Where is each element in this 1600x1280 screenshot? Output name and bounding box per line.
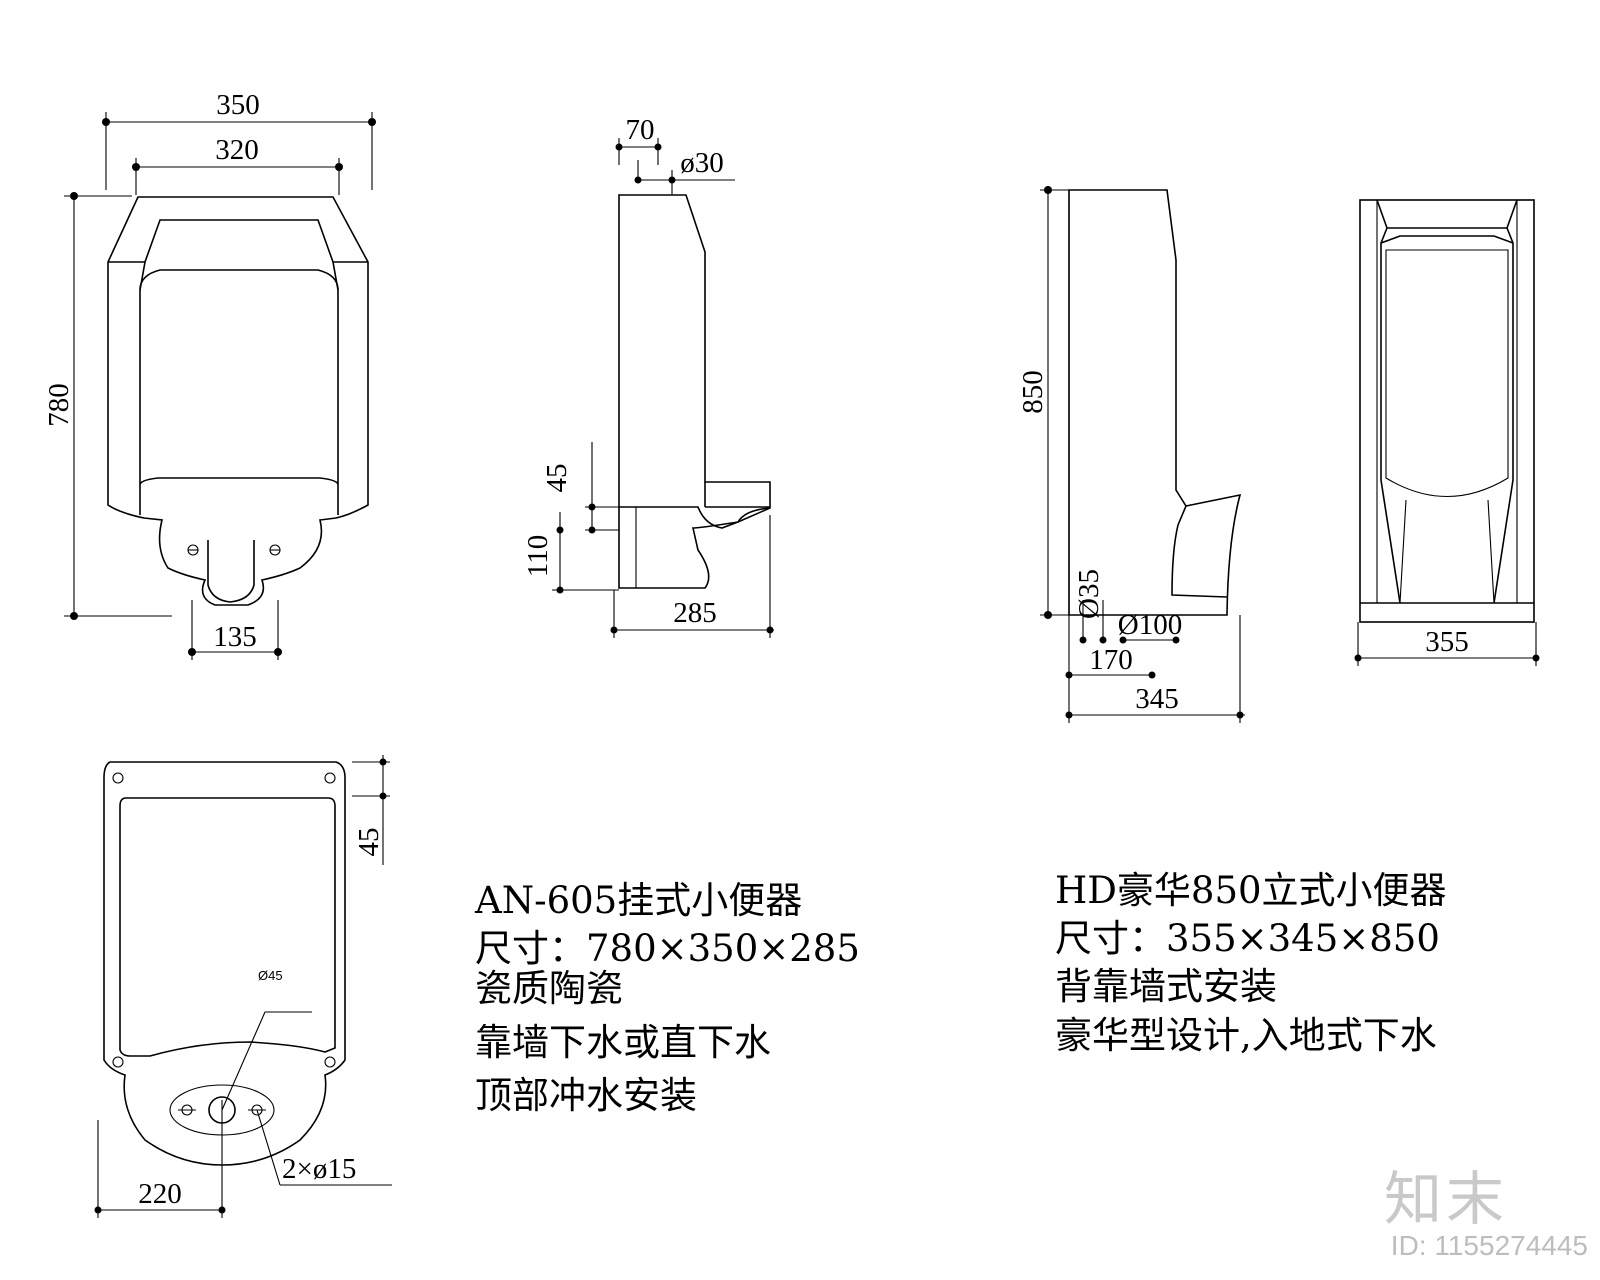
dim-wall-width: 350 xyxy=(216,89,260,121)
dim-wall-bottom: 135 xyxy=(213,621,257,653)
floor-urinal-side-view xyxy=(1068,189,1242,616)
dim-wall-inner-width: 320 xyxy=(215,134,259,166)
dim-side-45: 45 xyxy=(541,464,573,493)
notes-left-line-4: 靠墙下水或直下水 xyxy=(475,1021,771,1064)
dim-back-220: 220 xyxy=(138,1178,182,1210)
notes-right-line-3: 背靠墙式安装 xyxy=(1055,965,1277,1008)
dim-floor-170: 170 xyxy=(1089,644,1133,676)
notes-left-line-3: 瓷质陶瓷 xyxy=(475,967,623,1010)
wall-urinal-side-view xyxy=(618,194,771,589)
wall-urinal-back-view: Ø45 2×ø15 xyxy=(103,761,392,1218)
notes-right-line-4: 豪华型设计,入地式下水 xyxy=(1055,1014,1437,1057)
dim-floor-front-width: 355 xyxy=(1425,626,1469,658)
dim-back-45: 45 xyxy=(353,828,385,857)
floor-urinal-front-view xyxy=(1359,199,1535,623)
dim-back-hole: Ø45 xyxy=(258,968,283,983)
wall-front-dimensions: 350 320 780 135 xyxy=(43,89,376,660)
floor-side-dimensions: 850 Ø35 Ø100 170 345 xyxy=(1017,186,1245,723)
dim-floor-345: 345 xyxy=(1135,683,1179,715)
dim-side-top: 70 xyxy=(626,114,655,146)
dim-wall-height: 780 xyxy=(43,383,75,427)
dim-side-110: 110 xyxy=(522,535,554,577)
dim-side-pipe: ø30 xyxy=(680,147,724,179)
wall-side-dimensions: 70 ø30 45 110 285 xyxy=(522,114,774,638)
dim-floor-d100: Ø100 xyxy=(1118,609,1182,641)
notes-right-line-1: HD豪华850立式小便器 xyxy=(1055,869,1447,912)
notes-left-line-2: 尺寸：780×350×285 xyxy=(475,927,860,970)
notes-right-line-2: 尺寸：355×345×850 xyxy=(1055,917,1440,960)
dim-floor-d35: Ø35 xyxy=(1073,569,1105,619)
wall-urinal-front-view xyxy=(107,196,369,606)
dim-side-depth: 285 xyxy=(673,597,717,629)
watermark-logo: 知末 xyxy=(1383,1165,1508,1233)
floor-front-dimensions: 355 xyxy=(1354,622,1540,666)
dim-back-holes: 2×ø15 xyxy=(282,1153,356,1185)
dim-floor-height: 850 xyxy=(1017,370,1049,414)
watermark-id: ID: 1155274445 xyxy=(1390,1230,1588,1261)
wall-back-dimensions: 45 220 xyxy=(94,755,390,1218)
notes-left-line-1: AN-605挂式小便器 xyxy=(475,879,803,922)
notes-left-line-5: 顶部冲水安装 xyxy=(475,1074,697,1117)
